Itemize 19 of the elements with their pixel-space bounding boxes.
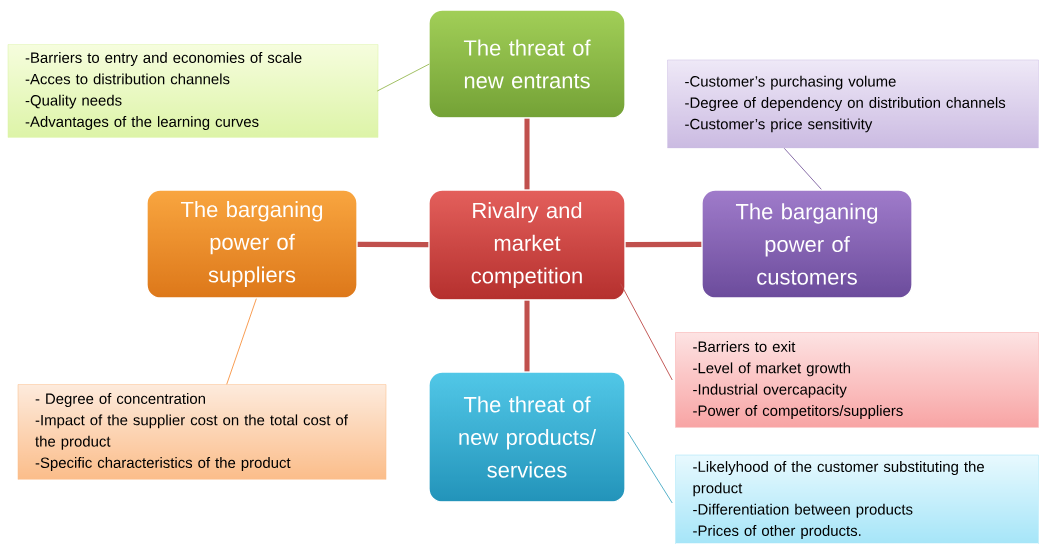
leader-line bbox=[226, 298, 257, 385]
note-box: -Barriers to exit -Level of market growth -Industrial overcapacity -Power of competitors/suppliers bbox=[675, 332, 1039, 428]
connector-line bbox=[524, 300, 530, 372]
note-box: -Likelyhood of the customer substituting the product -Differentiation between products -Prices of other products. bbox=[675, 454, 1039, 544]
topic-box: The barganing power of customers bbox=[701, 189, 913, 299]
leader-line bbox=[376, 63, 430, 92]
note-box: - Degree of concentration -Impact of the supplier cost on the total cost of the product -Specific characteristics of the product bbox=[17, 384, 387, 480]
topic-box: The threat of new products/ services bbox=[428, 371, 626, 503]
leader-line bbox=[620, 283, 673, 381]
leader-line bbox=[783, 147, 822, 190]
topic-box: Rivalry and market competition bbox=[428, 189, 626, 301]
note-box: -Barriers to entry and economies of scale -Acces to distribution channels -Quality needs -Advantages of the learning curves bbox=[7, 44, 379, 138]
connector-line bbox=[625, 241, 702, 248]
connector-line bbox=[524, 118, 530, 190]
topic-box: The threat of new entrants bbox=[428, 9, 626, 119]
topic-box: The barganing power of suppliers bbox=[146, 189, 358, 299]
note-box: -Customer’s purchasing volume -Degree of dependency on distribution channels -Customer’s price sensitivity bbox=[667, 59, 1039, 149]
leader-line bbox=[627, 431, 673, 504]
connector-line bbox=[357, 241, 429, 248]
